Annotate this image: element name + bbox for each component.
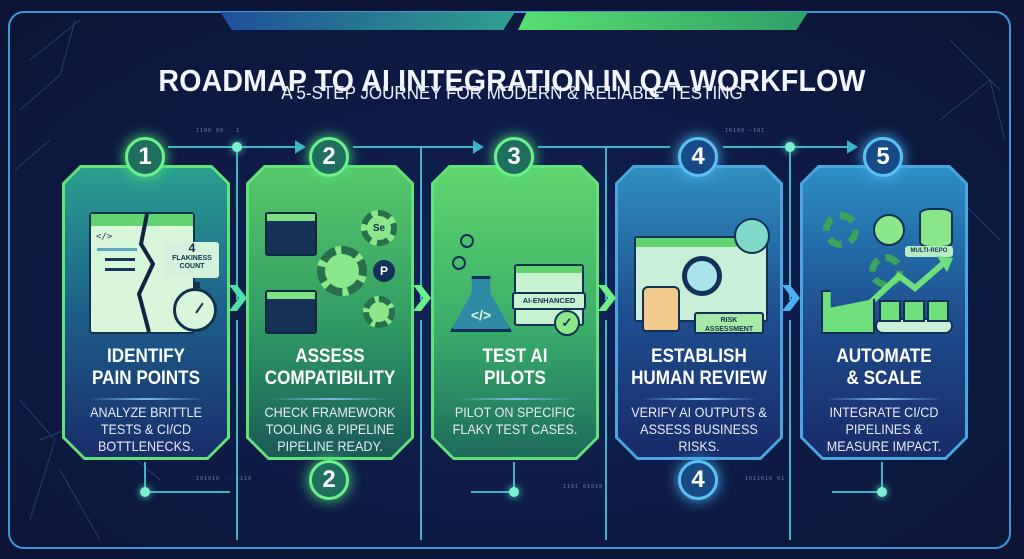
- step-description: VERIFY AI OUTPUTS & ASSESS BUSINESS RISK…: [631, 404, 767, 454]
- magnifier-icon: [682, 256, 722, 296]
- divider: [456, 398, 574, 400]
- step-description: PILOT ON SPECIFIC FLAKY TEST CASES.: [452, 404, 578, 437]
- node-dot: [140, 487, 150, 497]
- divider: [640, 398, 758, 400]
- binary-decoration: 101010 ·· 1110: [196, 476, 253, 482]
- gear-icon: [363, 296, 395, 328]
- divider: [87, 398, 205, 400]
- gear-icon: [823, 212, 859, 248]
- binary-decoration: 1101 01010: [563, 484, 604, 490]
- chevron-right-icon: [413, 285, 431, 311]
- header-tab-green: [518, 12, 808, 30]
- playwright-badge-icon: P: [373, 260, 395, 282]
- step-description: INTEGRATE CI/CD PIPELINES & MEASURE IMPA…: [826, 404, 942, 454]
- gear-icon: [317, 246, 367, 296]
- flakiness-count-value: 4: [188, 241, 196, 255]
- step-number-badge: 1: [125, 137, 165, 177]
- flask-icon: </>: [450, 276, 512, 332]
- bottom-step-badge: 4: [678, 460, 718, 500]
- node-dot: [509, 487, 519, 497]
- github-icon: [873, 214, 905, 246]
- node-dot: [232, 142, 242, 152]
- step-title: AUTOMATE& SCALE: [836, 346, 932, 389]
- broken-code-window-icon: </> 4 FLAKINESS COUNT: [81, 206, 211, 336]
- automate-scale-icon: MULTI-REPO: [819, 206, 949, 336]
- flask-ai-enhanced-icon: </> AI-ENHANCED ✓: [450, 206, 580, 336]
- code-tag: </>: [96, 232, 113, 242]
- divider: [825, 398, 943, 400]
- brain-head-icon: [734, 218, 770, 254]
- selenium-gear-icon: Se: [361, 210, 397, 246]
- step-number-badge: 3: [494, 137, 534, 177]
- step-description: CHECK FRAMEWORK TOOLING & PIPELINE PIPEL…: [264, 404, 396, 454]
- node-dot: [785, 142, 795, 152]
- stopwatch-icon: [173, 288, 217, 332]
- step-number-badge: 5: [863, 137, 903, 177]
- header-tab-blue: [220, 12, 515, 30]
- step-number-badge: 4: [678, 137, 718, 177]
- framework-gears-icon: Se P: [265, 206, 395, 336]
- step-card-5-body: MULTI-REPO AUTOMATE& SCALE INTEGRATE CI/…: [803, 168, 965, 457]
- chevron-right-icon: [782, 285, 800, 311]
- ai-enhanced-tag: AI-ENHANCED: [512, 292, 586, 310]
- page-title: ROADMAP TO AI INTEGRATION IN QA WORKFLOW: [158, 62, 866, 98]
- count-label: COUNT: [179, 263, 205, 270]
- binary-decoration: 1011010 01: [745, 476, 786, 482]
- divider: [271, 398, 389, 400]
- chevron-right-icon: [598, 285, 616, 311]
- bottom-step-badge: 2: [309, 460, 349, 500]
- chevron-right-icon: [229, 285, 247, 311]
- hand-pointer-icon: [642, 286, 680, 332]
- factory-icon: [821, 290, 875, 334]
- step-number-badge: 2: [309, 137, 349, 177]
- binary-decoration: 10100 —101: [725, 128, 766, 134]
- flakiness-label: FLAKINESS: [172, 255, 212, 262]
- node-dot: [877, 487, 887, 497]
- checkmark-icon: ✓: [554, 310, 580, 336]
- binary-decoration: 1100 00 · 1: [196, 128, 241, 134]
- page-subtitle: A 5-STEP JOURNEY FOR MODERN & RELIABLE T…: [281, 82, 743, 103]
- step-description: ANALYZE BRITTLE TESTS & CI/CD BOTTLENECK…: [90, 404, 202, 454]
- growth-arrow-icon: [869, 256, 953, 306]
- multi-repo-tag: MULTI-REPO: [905, 246, 953, 257]
- database-icon: [919, 208, 953, 248]
- step-card-5: MULTI-REPO AUTOMATE& SCALE INTEGRATE CI/…: [800, 165, 968, 460]
